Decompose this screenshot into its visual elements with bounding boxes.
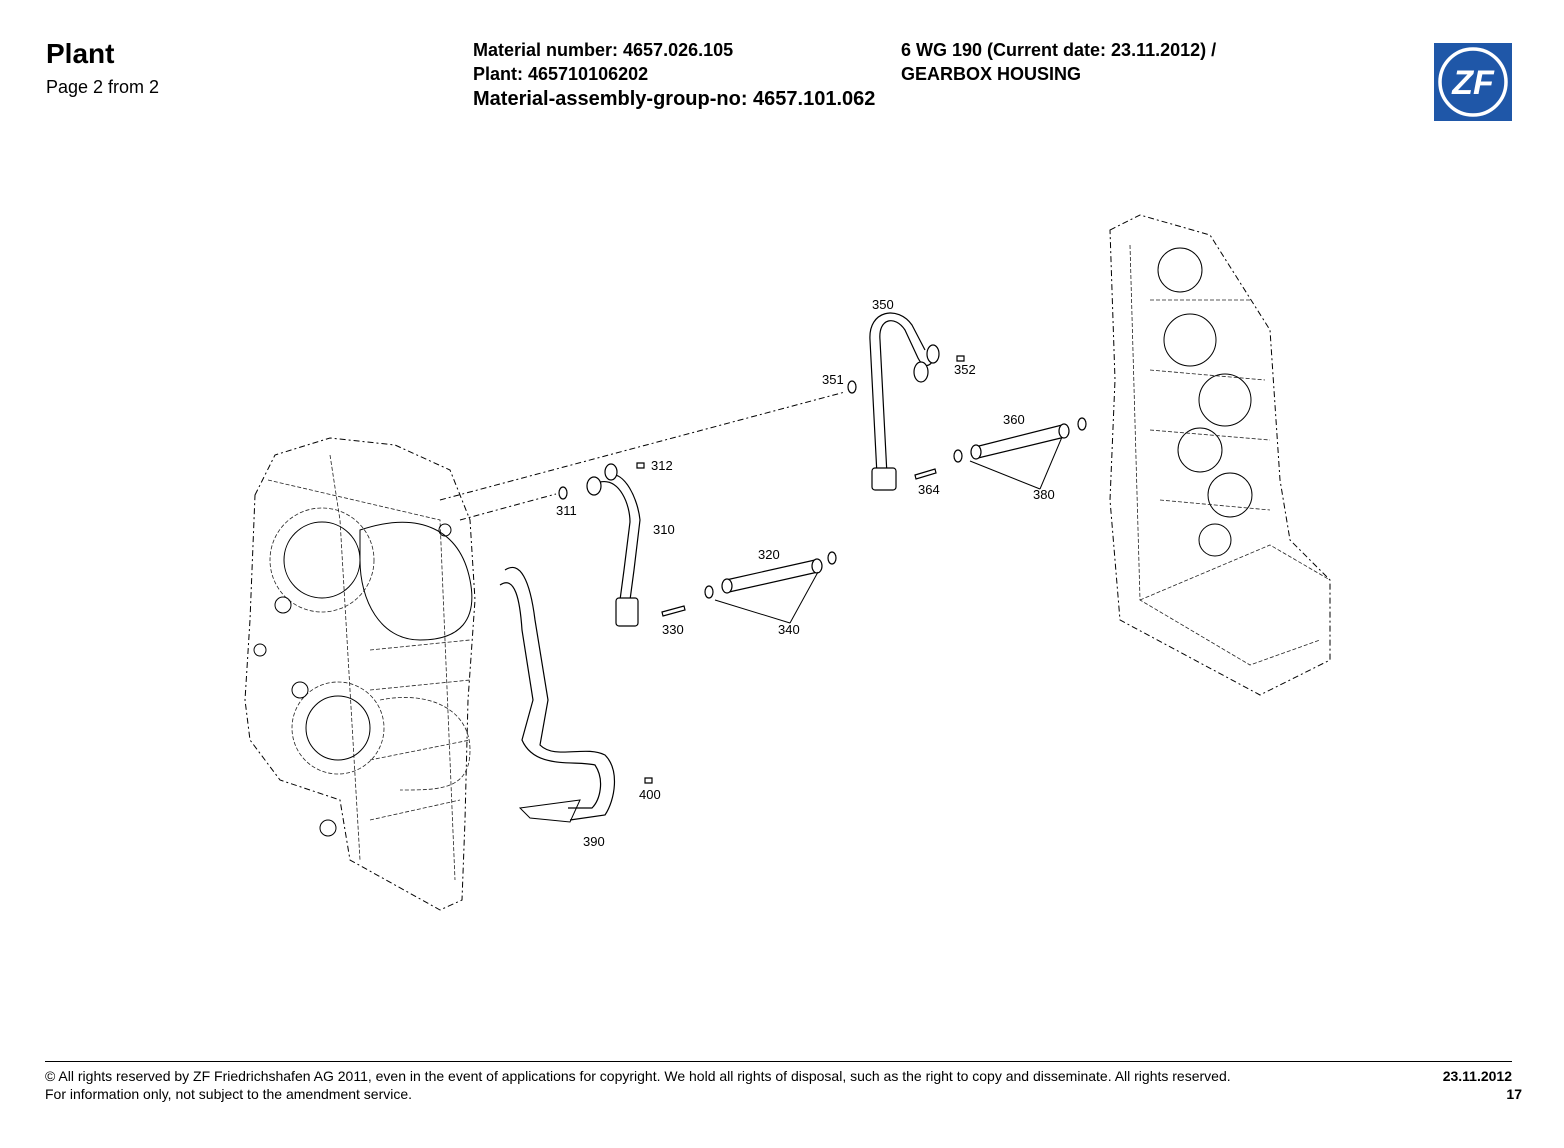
callout-360: 360 <box>1003 412 1025 427</box>
callout-380: 380 <box>1033 487 1055 502</box>
assembly-group-number: Material-assembly-group-no: 4657.101.062 <box>473 88 876 110</box>
plant-number: Plant: 465710106202 <box>473 64 649 84</box>
model-line: 6 WG 190 (Current date: 23.11.2012) / <box>901 40 1217 60</box>
callout-364: 364 <box>918 482 940 497</box>
document-title: Plant <box>46 38 115 69</box>
pipe-310 <box>586 463 641 627</box>
pipe-350 <box>869 312 940 491</box>
hose-390 <box>499 567 616 823</box>
callout-351: 351 <box>822 372 844 387</box>
callout-311: 311 <box>556 503 577 518</box>
page-info: Page 2 from 2 <box>46 77 160 97</box>
gearbox-housing-left <box>244 437 476 911</box>
zf-logo: ZF <box>1434 43 1512 121</box>
footer-divider <box>45 1061 1512 1062</box>
callout-312: 312 <box>651 458 673 473</box>
callout-340: 340 <box>778 622 800 637</box>
page-number: 17 <box>1506 1086 1522 1102</box>
disclaimer-text: For information only, not subject to the… <box>45 1086 413 1102</box>
callout-320: 320 <box>758 547 780 562</box>
material-number: Material number: 4657.026.105 <box>473 40 734 60</box>
svg-text:ZF: ZF <box>1451 64 1495 102</box>
callout-400: 400 <box>639 787 661 802</box>
tube-320 <box>721 558 823 594</box>
housing-cover-right <box>1109 214 1331 696</box>
callout-330: 330 <box>662 622 684 637</box>
callout-350: 350 <box>872 297 894 312</box>
copyright-notice: © All rights reserved by ZF Friedrichsha… <box>45 1068 1231 1084</box>
tube-360 <box>970 423 1070 460</box>
callout-390: 390 <box>583 834 605 849</box>
callout-352: 352 <box>954 362 976 377</box>
footer-date: 23.11.2012 <box>1442 1068 1512 1084</box>
callout-310: 310 <box>653 522 675 537</box>
part-name: GEARBOX HOUSING <box>901 64 1082 84</box>
